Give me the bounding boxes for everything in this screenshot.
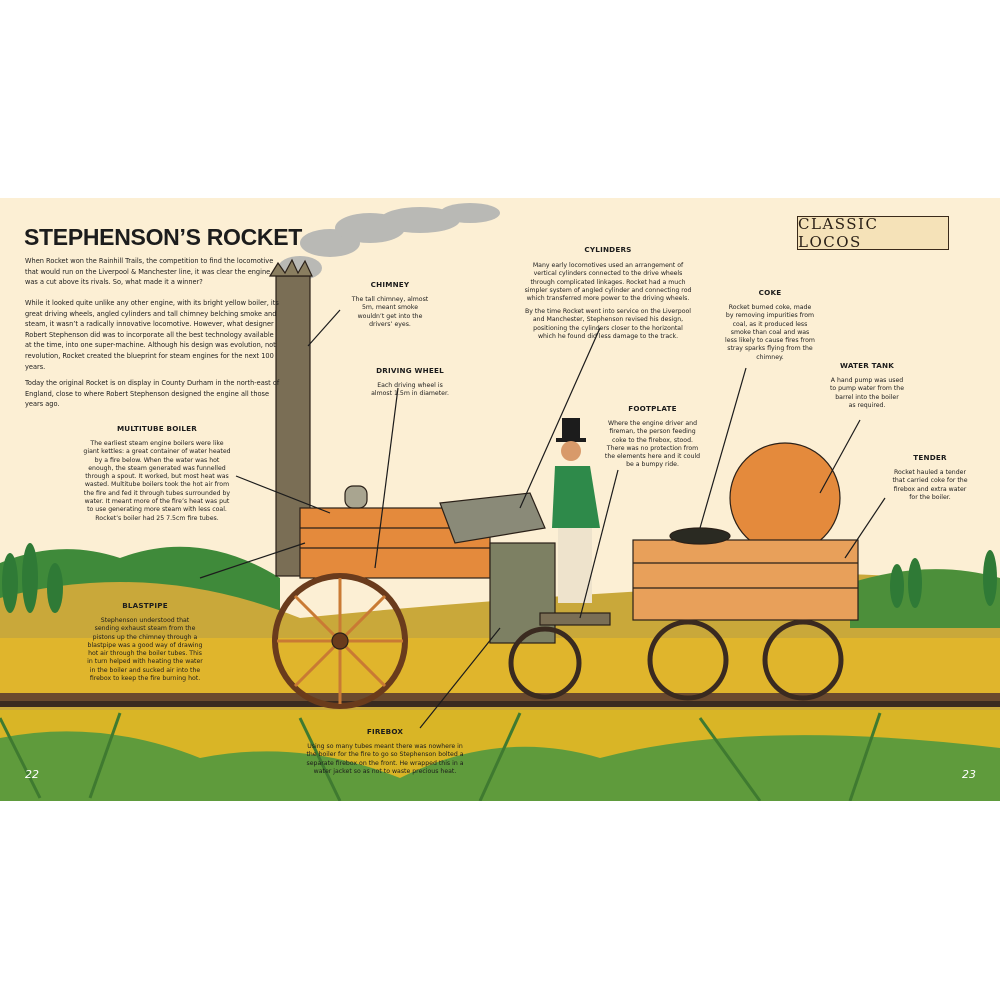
intro-paragraph-1: When Rocket won the Rainhill Trails, the… xyxy=(25,257,274,287)
page-number-left: 22 xyxy=(25,768,39,781)
page-number-right: 23 xyxy=(962,768,976,781)
landscape xyxy=(0,543,1000,801)
coke-heading: COKE xyxy=(758,288,782,297)
driving-wheel-heading: DRIVING WHEEL xyxy=(376,366,444,375)
intro-paragraph-3: Today the original Rocket is on display … xyxy=(25,379,280,409)
tender xyxy=(632,442,859,701)
chimney-text: The tall chimney, almost 5m, meant smoke… xyxy=(351,296,429,328)
driving-wheel-text: Each driving wheel is almost 1.5m in dia… xyxy=(371,382,449,398)
multitube-boiler-heading: MULTITUBE BOILER xyxy=(116,424,198,433)
callout-lines xyxy=(199,309,886,729)
firebox-heading: FIREBOX xyxy=(366,727,404,736)
book-spread: STEPHENSON’S ROCKET CLASSIC LOCOS When R… xyxy=(0,198,1000,801)
blastpipe-heading: BLASTPIPE xyxy=(122,601,168,610)
tender-text: Rocket hauled a tender that carried coke… xyxy=(892,469,968,501)
driver-figure xyxy=(552,418,600,603)
firebox-text: Using so many tubes meant there was nowh… xyxy=(306,743,464,775)
classic-locos-tag: CLASSIC LOCOS xyxy=(797,215,949,251)
water-tank-text: A hand pump was used to pump water from … xyxy=(829,377,905,409)
tender-heading: TENDER xyxy=(913,453,947,462)
multitube-boiler-text: The earliest steam engine boilers were l… xyxy=(83,440,231,522)
chimney-heading: CHIMNEY xyxy=(370,280,410,289)
page-title: STEPHENSON’S ROCKET xyxy=(24,224,303,250)
footplate-heading: FOOTPLATE xyxy=(628,404,677,413)
cylinders-text-2: By the time Rocket went into service on … xyxy=(524,308,692,340)
cylinders-text: Many early locomotives used an arrangeme… xyxy=(524,262,692,303)
locomotive xyxy=(268,258,611,709)
cylinders-heading: CYLINDERS xyxy=(584,245,632,254)
footplate-text: Where the engine driver and fireman, the… xyxy=(604,420,701,469)
blastpipe-text: Stephenson understood that sending exhau… xyxy=(87,617,203,683)
rocket-illustration xyxy=(0,203,1000,801)
intro-paragraph-2: While it looked quite unlike any other e… xyxy=(25,299,279,371)
smoke xyxy=(278,203,500,280)
water-tank-heading: WATER TANK xyxy=(840,361,894,370)
coke-text: Rocket burned coke, made by removing imp… xyxy=(725,304,815,361)
